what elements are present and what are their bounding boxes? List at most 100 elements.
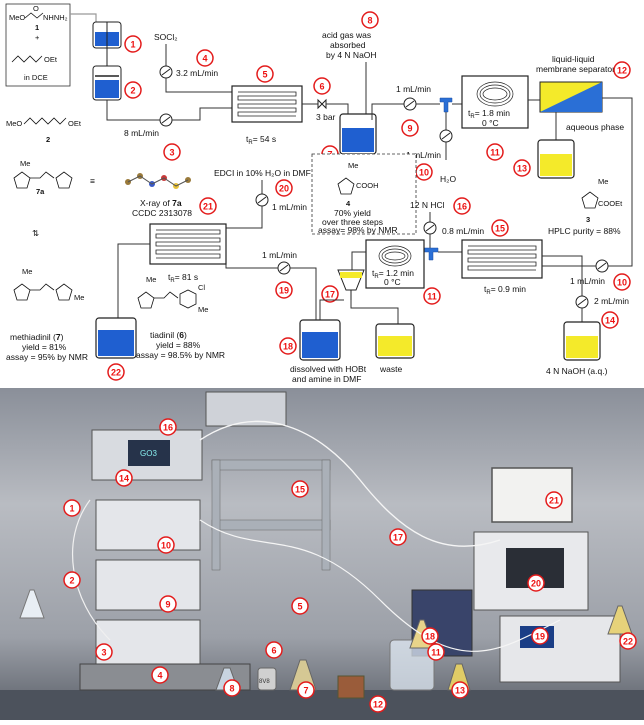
tiadinil-chain	[154, 291, 179, 299]
reagent-solvent: in DCE	[24, 73, 48, 82]
badge-2: 2	[124, 81, 142, 99]
bottle-photo	[257, 667, 277, 691]
svg-text:20: 20	[531, 579, 541, 589]
svg-text:22: 22	[623, 637, 633, 647]
temp-0a-label: 0 °C	[482, 118, 499, 128]
svg-text:14: 14	[605, 316, 615, 326]
badge-3: 3	[163, 143, 181, 161]
intermediate-oet: OEt	[68, 119, 82, 128]
svg-text:16: 16	[457, 202, 467, 212]
tubing-curve-1	[199, 420, 501, 547]
membrane-separator-organic	[540, 82, 602, 112]
photo-badge-12: 12	[369, 695, 387, 713]
yield4-line-3: assay= 98% by NMR	[318, 225, 398, 235]
bottle-label: 8V8	[259, 679, 270, 685]
svg-text:8: 8	[229, 684, 234, 694]
xray-label: X-ray of 7a	[140, 198, 182, 208]
xray-structure	[125, 173, 191, 189]
pump-14	[575, 295, 589, 309]
tube-reactor-pump14	[542, 255, 583, 296]
naoh-label: 4 N NaOH (a.q.)	[546, 366, 608, 376]
flask-left-photo	[19, 589, 45, 619]
reagent-1-nhnh2: NHNH₂	[43, 13, 68, 22]
photo-badge-20: 20	[527, 574, 545, 592]
photo-badge-2: 2	[63, 571, 81, 589]
svg-text:4: 4	[202, 54, 207, 64]
badge-20: 20	[275, 179, 293, 197]
badge-1: 1	[124, 35, 142, 53]
reagent-2-bonds	[11, 55, 43, 63]
badge-17: 17	[321, 285, 339, 303]
photo-badge-1: 1	[63, 499, 81, 517]
pump-stack-3	[95, 559, 201, 611]
cmpd4-ring	[337, 177, 355, 195]
reaction-scheme: MeO O NHNH₂ 1 + OEt in DCE 1 2 MeO OEt 2…	[5, 3, 633, 384]
t-mixer-1	[439, 97, 453, 113]
photo-badge-8: 8	[223, 679, 241, 697]
tiadinil-name: tiadinil (6)	[150, 330, 187, 340]
svg-text:2: 2	[69, 576, 74, 586]
svg-text:13: 13	[517, 164, 527, 174]
vessel-13-liquid	[540, 154, 572, 176]
photo-badge-22: 22	[619, 632, 637, 650]
svg-text:3: 3	[169, 148, 174, 158]
aqueous-phase-label: aqueous phase	[566, 122, 624, 132]
syringe-pump-top	[205, 391, 287, 427]
pump-display-text: GO3	[140, 449, 157, 458]
photo-badge-6: 6	[265, 641, 283, 659]
tube-vessel18-pump19	[290, 267, 317, 320]
coil-11b-loop-1	[378, 245, 412, 267]
intermediate-bonds	[23, 117, 67, 125]
cmpd7a-ring-1	[13, 171, 31, 189]
tube-funnel-vessel18	[319, 299, 344, 324]
bench-surface	[0, 690, 644, 720]
svg-text:7: 7	[303, 686, 308, 696]
coil-11b-loop-3	[384, 251, 406, 261]
photo-badge-18: 18	[421, 627, 439, 645]
methiadinil-ring-2	[55, 283, 73, 301]
flow-1c-label: 1 mL/min	[272, 202, 307, 212]
svg-text:9: 9	[165, 600, 170, 610]
cmpd7a-ring-2	[55, 171, 73, 189]
tube-reactor-vessel22	[117, 243, 150, 318]
svg-text:2: 2	[130, 86, 135, 96]
svg-text:19: 19	[279, 286, 289, 296]
rack-beam-top	[211, 459, 331, 471]
svg-text:14: 14	[119, 474, 129, 484]
svg-text:1: 1	[130, 40, 135, 50]
svg-text:12: 12	[617, 66, 627, 76]
svg-text:10: 10	[161, 541, 171, 551]
svg-text:10: 10	[419, 168, 429, 178]
cmpd4-cooh: COOH	[356, 181, 379, 190]
cmpd3-me: Me	[598, 177, 608, 186]
hcl-label: 12 N HCl	[410, 200, 445, 210]
photo-badge-16: 16	[159, 418, 177, 436]
badge-14: 14	[601, 311, 619, 329]
hobt-label-2: and amine in DMF	[292, 374, 361, 384]
photo-badge-7: 7	[297, 681, 315, 699]
yield4-line-2: over three steps	[322, 217, 383, 227]
reagent-1-bonds	[24, 12, 44, 19]
svg-text:3: 3	[101, 648, 106, 658]
svg-text:11: 11	[431, 648, 441, 658]
svg-text:1: 1	[69, 504, 74, 514]
methiadinil-chain	[30, 283, 55, 291]
svg-text:21: 21	[549, 496, 559, 506]
pump-9	[403, 97, 417, 111]
svg-text:11: 11	[427, 292, 437, 302]
ccdc-label: CCDC 2313078	[132, 208, 192, 218]
hplc-label: HPLC purity = 88%	[548, 226, 621, 236]
tube-coil11b-funnel	[351, 251, 366, 270]
svg-text:6: 6	[319, 82, 324, 92]
svg-text:21: 21	[203, 202, 213, 212]
tubing-curve-3	[71, 499, 111, 641]
flow-1e-label: 1 mL/min	[262, 250, 297, 260]
flow-1a-label: 1 mL/min	[396, 84, 431, 94]
pump-10a	[439, 129, 453, 143]
svg-text:19: 19	[535, 632, 545, 642]
amidation-reactor-coil	[155, 229, 221, 259]
back-pressure-regulator	[317, 98, 327, 110]
yield4-line-1: 70% yield	[334, 208, 371, 218]
